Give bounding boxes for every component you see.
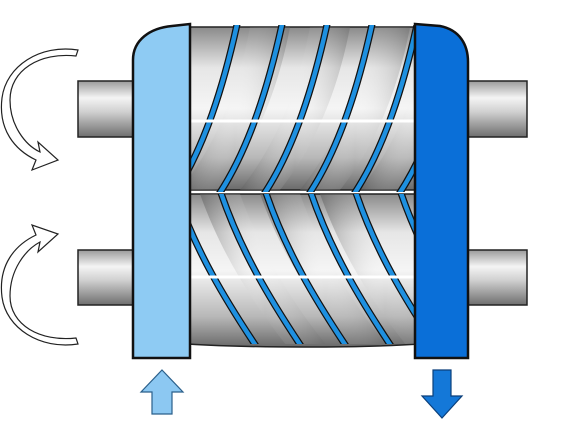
right-shafts bbox=[464, 80, 528, 306]
lower-right-shaft bbox=[464, 249, 528, 306]
rotation-arrow-icon bbox=[0, 224, 79, 346]
left-shafts bbox=[77, 80, 137, 306]
upper-left-shaft bbox=[77, 80, 137, 138]
upper-rotor bbox=[187, 25, 421, 192]
rotation-arrow-icon bbox=[0, 48, 79, 172]
flow-arrow-icon bbox=[420, 369, 464, 419]
outlet-end-plate bbox=[413, 22, 470, 360]
flow-arrow-icon bbox=[139, 369, 185, 415]
lower-rotor bbox=[187, 193, 421, 348]
upper-right-shaft bbox=[464, 80, 528, 138]
inlet-end-plate bbox=[131, 22, 192, 360]
lower-left-shaft bbox=[77, 249, 137, 306]
